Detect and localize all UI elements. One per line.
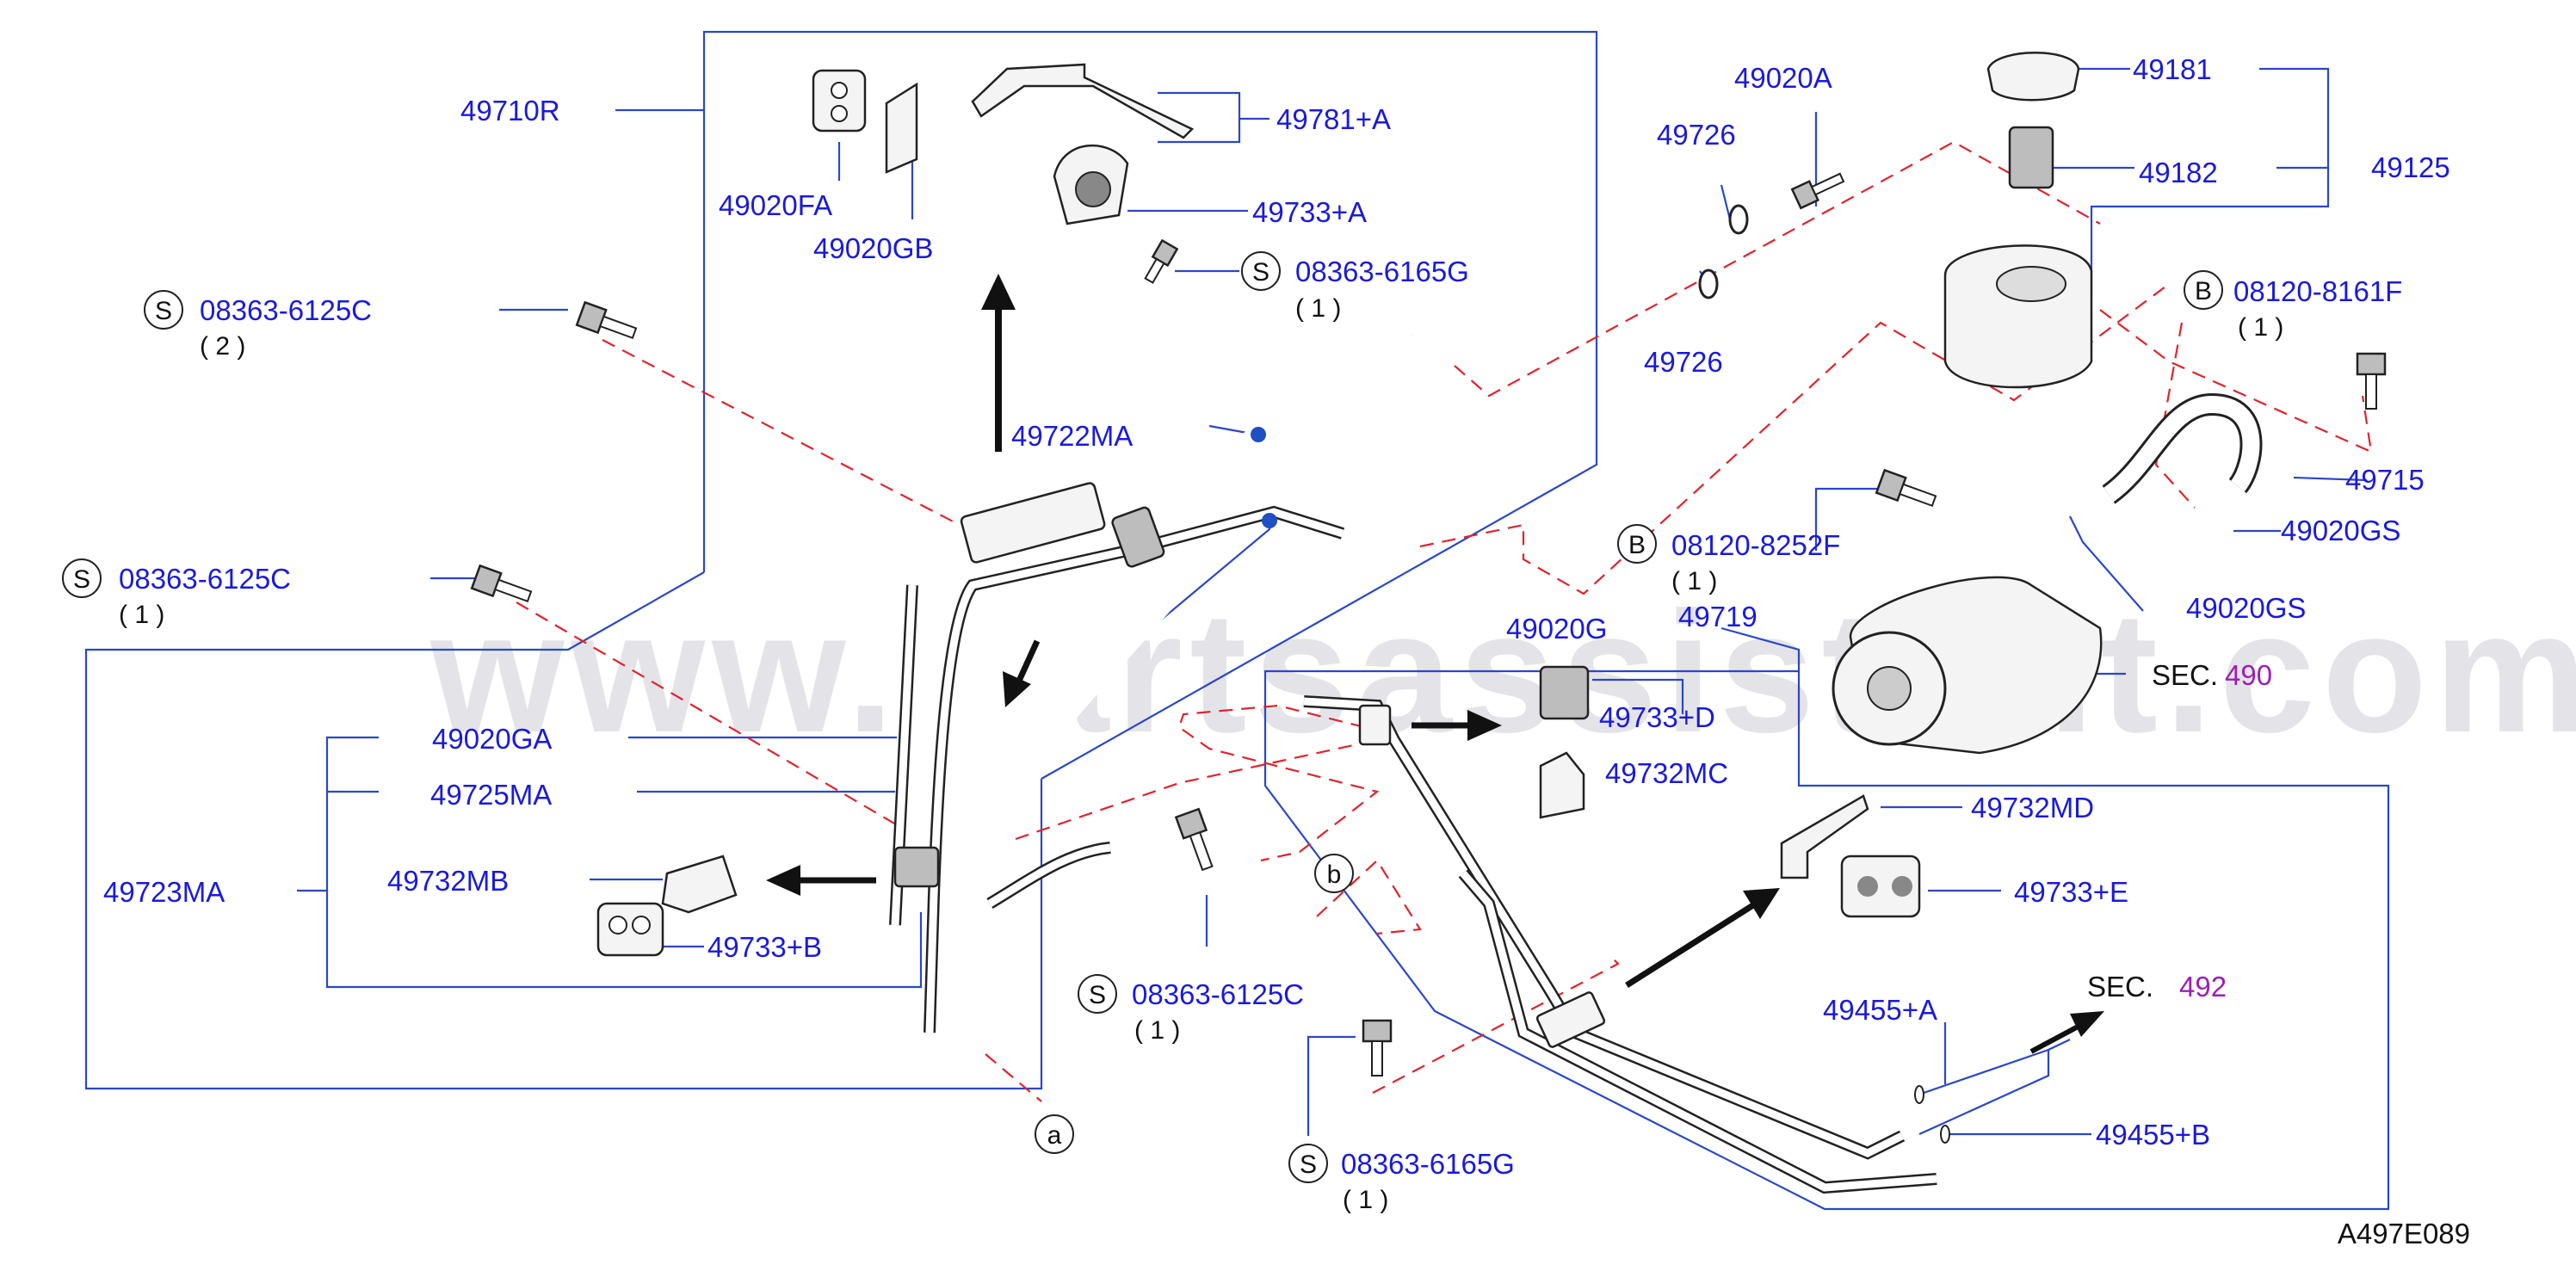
part-label: 08363-6165G <box>1295 256 1469 287</box>
part-label: 49725MA <box>430 779 552 811</box>
part-label: 49733+B <box>707 931 822 963</box>
section-label: SEC. <box>2087 971 2153 1002</box>
part-labels: 49710R 49020FA 49020GB 49781+A 49733+A 0… <box>103 53 2450 1214</box>
callout-circles: S S S B B S S a b <box>62 251 2223 1183</box>
part-label: 49723MA <box>103 876 225 908</box>
part-label: 08363-6125C <box>1132 978 1304 1010</box>
part-label: 49722MA <box>1011 420 1133 452</box>
callout-s: S <box>1089 981 1106 1009</box>
part-label: 49733+E <box>2014 876 2128 908</box>
part-label: 49181 <box>2133 53 2212 85</box>
callout-b: B <box>1628 531 1646 559</box>
part-label: 49715 <box>2345 464 2425 496</box>
part-label: 49020G <box>1506 613 1607 645</box>
quantity: ( 1 ) <box>1671 567 1717 595</box>
part-label: 08120-8161F <box>2233 275 2402 307</box>
part-label: 49726 <box>1657 119 1736 151</box>
callout-s: S <box>155 297 172 325</box>
part-label: 49733+D <box>1599 701 1715 733</box>
part-label: 49020GS <box>2281 515 2400 546</box>
part-label: 49781+A <box>1276 103 1391 135</box>
part-label: 49020GA <box>432 723 552 755</box>
part-label: 49726 <box>1644 346 1723 378</box>
quantity: ( 1 ) <box>119 601 164 629</box>
part-label: 49020A <box>1734 62 1832 94</box>
section-number: 492 <box>2179 971 2227 1002</box>
part-label: 49732MC <box>1605 757 1728 789</box>
part-label: 08363-6165G <box>1341 1148 1515 1180</box>
callout-a: a <box>1047 1121 1062 1150</box>
section-number: 490 <box>2225 659 2272 691</box>
callout-s: S <box>1252 258 1269 287</box>
part-label: 08363-6125C <box>200 294 372 326</box>
quantity: ( 2 ) <box>200 332 245 361</box>
callout-b: B <box>2195 277 2212 305</box>
part-label: 49020GS <box>2186 592 2306 624</box>
quantity: ( 1 ) <box>1134 1016 1180 1045</box>
quantity: ( 1 ) <box>2238 313 2283 342</box>
part-label: 49020FA <box>719 189 832 221</box>
part-label: 49719 <box>1678 601 1757 632</box>
section-label: SEC. <box>2152 659 2218 691</box>
part-label: 49733+A <box>1252 196 1367 228</box>
drawing-code: A497E089 <box>2338 1218 2470 1249</box>
callout-b-lower: b <box>1327 861 1342 889</box>
callout-s: S <box>1300 1151 1317 1179</box>
quantity: ( 1 ) <box>1343 1186 1388 1214</box>
part-label: 08363-6125C <box>119 563 291 595</box>
part-label: 49455+B <box>2096 1119 2210 1151</box>
part-label: 08120-8252F <box>1671 529 1840 561</box>
pipe-assembly <box>889 331 2263 1194</box>
part-label: 49732MB <box>387 865 509 897</box>
part-label: 49732MD <box>1971 792 2094 824</box>
quantity: ( 1 ) <box>1295 294 1341 323</box>
arrows <box>766 274 2104 1054</box>
part-label: 49125 <box>2371 151 2450 183</box>
part-label: 49020GB <box>813 232 933 264</box>
part-label: 49455+A <box>1823 994 1937 1026</box>
part-label: 49710R <box>460 95 560 126</box>
part-label: 49182 <box>2139 157 2218 188</box>
callout-s: S <box>73 565 90 594</box>
small-parts <box>470 52 2387 1144</box>
watermark: www.partsassistant.com <box>429 577 2576 768</box>
